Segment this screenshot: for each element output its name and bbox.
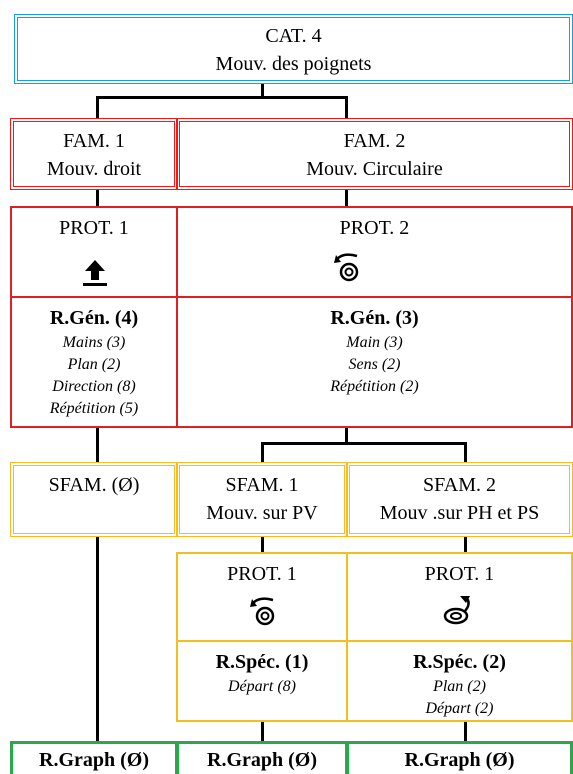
connector-line [261,536,264,552]
connector-line [261,83,264,97]
subfamily-2-specific-rules-box: R.Spéc. (2) Plan (2) Départ (2) [346,640,573,722]
family-1-protocol-box: PROT. 1 [10,206,178,298]
connector-line [261,442,467,445]
subfamily-2-code: SFAM. 2 [423,474,496,496]
graph-rules-box: R.Graph (Ø) [176,741,348,774]
family-1-title: Mouv. droit [46,158,142,180]
subfamily-2-protocol-code: PROT. 1 [424,563,495,585]
rule-item: Départ (8) [228,678,296,695]
rule-item: Plan (2) [433,678,486,695]
connector-line [96,428,99,462]
connector-line [345,96,348,118]
family-1-general-rules-box: R.Gén. (4) Mains (3) Plan (2) Direction … [10,296,178,428]
subfamily-2-title: Mouv .sur PH et PS [379,502,540,524]
subfamily-1-specific-rules-box: R.Spéc. (1) Départ (8) [176,640,348,722]
family-1-protocol-code: PROT. 1 [59,217,129,239]
subfamily-1-code: SFAM. 1 [225,474,299,496]
category-code: CAT. 4 [265,25,322,47]
subfamily-2-rule-title: R.Spéc. (2) [413,651,506,673]
circular-hand-icon [250,597,275,626]
rule-item: Sens (2) [348,356,401,373]
rule-item: Répétition (2) [330,378,419,395]
rule-item: Main (3) [346,334,403,351]
circular-hand-icon [334,253,359,282]
family-2-code: FAM. 2 [343,130,406,152]
subfamily-1-protocol-code: PROT. 1 [227,563,297,585]
graph-rules-label: R.Graph (Ø) [39,749,149,771]
subfamily-1-protocol-box: PROT. 1 [176,552,348,642]
graph-rules-box: R.Graph (Ø) [10,741,178,774]
family-2-title: Mouv. Circulaire [306,158,443,180]
rule-item: Mains (3) [62,334,126,351]
connector-line [345,190,348,206]
subfamily-2-protocol-box: PROT. 1 [346,552,573,642]
subfamily-empty-code: SFAM. (Ø) [48,474,140,496]
category-box: CAT. 4 Mouv. des poignets [14,14,573,84]
rule-item: Direction (8) [52,378,136,395]
graph-rules-box: R.Graph (Ø) [346,741,573,774]
connector-line [464,722,467,741]
graph-rules-label: R.Graph (Ø) [207,749,317,771]
family-2-general-rules-box: R.Gén. (3) Main (3) Sens (2) Répétition … [176,296,573,428]
family-1-rule-title: R.Gén. (4) [49,307,139,329]
rule-item: Plan (2) [67,356,121,373]
subfamily-1-rule-title: R.Spéc. (1) [215,651,309,673]
rule-item: Répétition (5) [49,400,139,417]
family-1-box: FAM. 1 Mouv. droit [10,118,178,190]
connector-line [464,442,467,462]
family-2-rule-title: R.Gén. (3) [330,307,419,329]
connector-line [261,442,264,462]
connector-line [345,428,348,444]
family-2-protocol-box: PROT. 2 [176,206,573,298]
connector-line [96,96,99,118]
family-2-box: FAM. 2 Mouv. Circulaire [176,118,573,190]
connector-line [464,536,467,552]
horizontal-circle-hand-icon [443,596,470,625]
connector-line [96,536,99,741]
family-2-protocol-code: PROT. 2 [339,217,410,239]
subfamily-2-box: SFAM. 2 Mouv .sur PH et PS [346,462,573,537]
rule-item: Départ (2) [425,700,494,717]
subfamily-1-box: SFAM. 1 Mouv. sur PV [176,462,348,537]
straight-arrow-icon [83,260,107,286]
category-title: Mouv. des poignets [215,53,372,75]
subfamily-1-title: Mouv. sur PV [206,502,318,524]
graph-rules-label: R.Graph (Ø) [404,749,515,771]
connector-line [261,722,264,741]
family-1-code: FAM. 1 [63,130,125,152]
connector-line [96,190,99,206]
subfamily-empty-box: SFAM. (Ø) [10,462,178,537]
connector-line [96,96,348,99]
